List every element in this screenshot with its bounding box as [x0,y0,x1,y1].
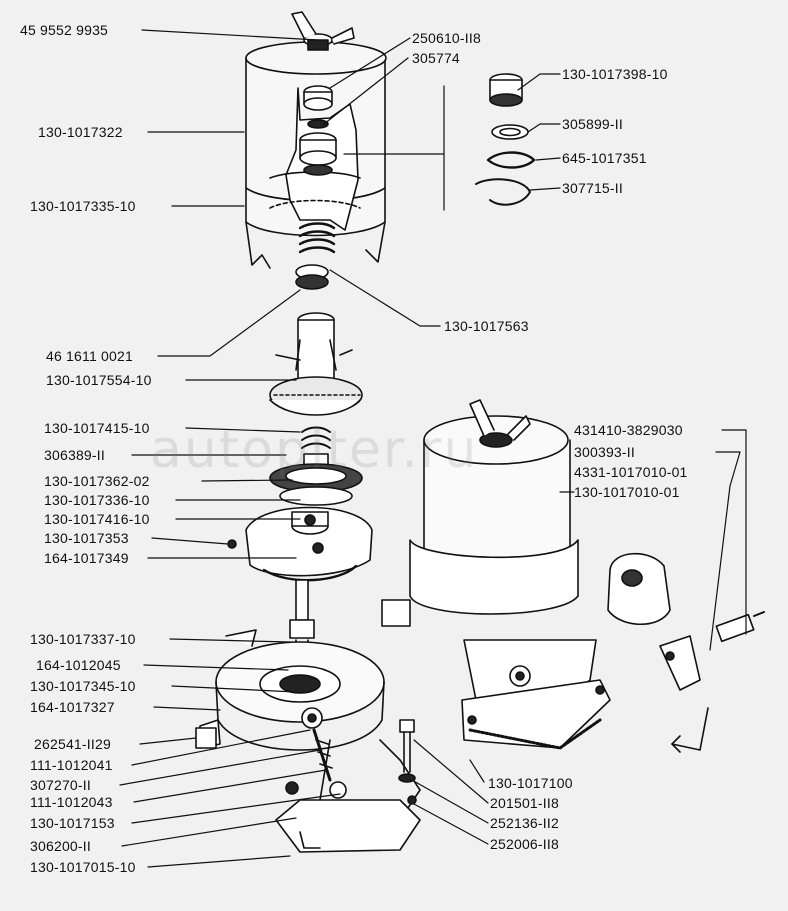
label-130-1017345-10: 130-1017345-10 [30,678,136,694]
label-130-1017015-10: 130-1017015-10 [30,859,136,875]
wing-nut-top [291,11,355,51]
bolt-washers [398,719,416,783]
inner-nut-stack [299,85,337,176]
label-305774: 305774 [412,50,460,66]
sensor-adapter [607,552,765,753]
spring-washer-stack [269,426,363,506]
oil-pipe-fittings [301,707,347,799]
seal-ring [295,264,329,290]
base-housing-left [195,629,421,853]
label-164-1017349: 164-1017349 [44,550,129,566]
top-spring [298,222,336,254]
label-130-1017322: 130-1017322 [38,124,123,140]
watermark-text: autopiter.ru [150,420,479,480]
label-130-1017100: 130-1017100 [488,775,573,791]
label-4331-1017010-01: 4331-1017010-01 [574,464,688,480]
label-305899-II: 305899-II [562,116,623,132]
label-130-1017415-10: 130-1017415-10 [44,420,150,436]
label-431410-3829030: 431410-3829030 [574,422,683,438]
label-130-1017416-10: 130-1017416-10 [44,511,150,527]
label-307270-II: 307270-II [30,777,91,793]
label-306389-II: 306389-II [44,447,105,463]
label-130-1017353: 130-1017353 [44,530,129,546]
label-645-1017351: 645-1017351 [562,150,647,166]
label-250610-II8: 250610-II8 [412,30,481,46]
label-130-1017337-10: 130-1017337-10 [30,631,136,647]
label-306200-II: 306200-II [30,838,91,854]
label-252136-II2: 252136-II2 [490,815,559,831]
label-130-1017010-01: 130-1017010-01 [574,484,680,500]
label-111-1012041: 111-1012041 [30,757,113,773]
label-111-1012043: 111-1012043 [30,794,113,810]
fitting-group-right [475,73,536,206]
label-252006-II8: 252006-II8 [490,836,559,852]
label-130-1017335-10: 130-1017335-10 [30,198,136,214]
label-130-1017563: 130-1017563 [444,318,529,334]
label-130-1017554-10: 130-1017554-10 [46,372,152,388]
filter-element [269,312,363,416]
label-45-9552-9935: 45 9552 9935 [20,22,109,38]
label-300393-II: 300393-II [574,444,635,460]
label-164-1017327: 164-1017327 [30,699,115,715]
leader-lines [119,29,747,868]
label-201501-II8: 201501-II8 [490,795,559,811]
label-130-1017398-10: 130-1017398-10 [562,66,668,82]
label-46-1611-0021: 46 1611 0021 [46,348,134,364]
label-130-1017153: 130-1017153 [30,815,115,831]
label-130-1017362-02: 130-1017362-02 [44,473,150,489]
label-307715-II: 307715-II [562,180,623,196]
rotor-housing [227,506,373,582]
label-130-1017336-10: 130-1017336-10 [44,492,150,508]
label-262541-II29: 262541-II29 [34,736,111,752]
label-164-1012045: 164-1012045 [36,657,121,673]
assembled-filter-right [381,399,611,750]
